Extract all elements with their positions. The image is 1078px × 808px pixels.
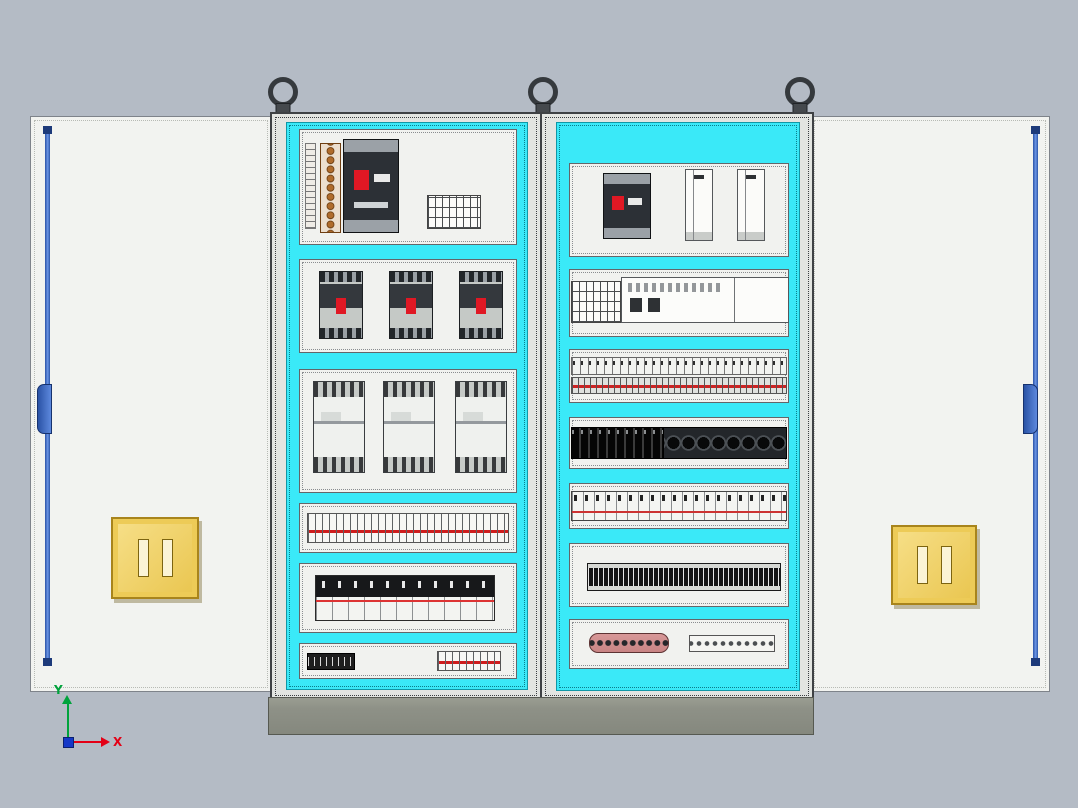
dark-terminal-strip (587, 563, 781, 591)
y-axis-label: Y (54, 683, 63, 697)
left-door-latch (37, 384, 52, 434)
handle-slot (916, 546, 928, 584)
contactor (313, 381, 365, 473)
mccb-breaker (459, 271, 503, 339)
handle-slot (161, 539, 173, 577)
mccb-breaker (389, 271, 433, 339)
lifting-eye (785, 77, 815, 107)
terminal-bar (305, 143, 316, 229)
left-door-handle (111, 517, 199, 599)
terminal-strip (307, 513, 509, 543)
left-cabinet (270, 112, 542, 701)
terminal-row (571, 377, 787, 394)
handle-slot (137, 539, 149, 577)
terminal-row (571, 357, 787, 375)
contactor (455, 381, 507, 473)
lifting-eye (528, 77, 558, 107)
distribution-block (320, 143, 341, 233)
mcb-breaker-row (315, 575, 495, 621)
y-axis-line (67, 704, 69, 742)
drive-module (685, 169, 713, 241)
left-door (30, 116, 272, 692)
right-door-handle (891, 525, 977, 605)
plc-rack (621, 277, 789, 323)
z-axis-origin (63, 737, 74, 748)
terminal-cluster (571, 281, 621, 323)
mccb-breaker (319, 271, 363, 339)
breaker-row (571, 491, 787, 521)
cabinet-base (268, 697, 814, 735)
mccb-breaker (603, 173, 651, 239)
right-door-latch (1023, 384, 1038, 434)
right-door (810, 116, 1050, 692)
terminal-block (427, 195, 481, 229)
right-mounting-plate (556, 122, 800, 691)
y-axis-arrow (62, 695, 72, 704)
contactor (383, 381, 435, 473)
main-breaker (343, 139, 399, 233)
small-terminal-strip (437, 651, 501, 671)
aux-rail (307, 653, 355, 670)
handle-slot (940, 546, 952, 584)
connector-strip-rect (689, 635, 775, 652)
right-cabinet (540, 112, 814, 701)
din-rail-block (571, 427, 665, 459)
x-axis-label: X (113, 735, 123, 749)
drive-module (737, 169, 765, 241)
connector-strip-round (589, 633, 669, 653)
left-mounting-plate (286, 122, 528, 690)
fuse-holder-row (663, 427, 787, 459)
x-axis-line (69, 741, 101, 743)
lifting-eye (268, 77, 298, 107)
x-axis-arrow (101, 737, 110, 747)
